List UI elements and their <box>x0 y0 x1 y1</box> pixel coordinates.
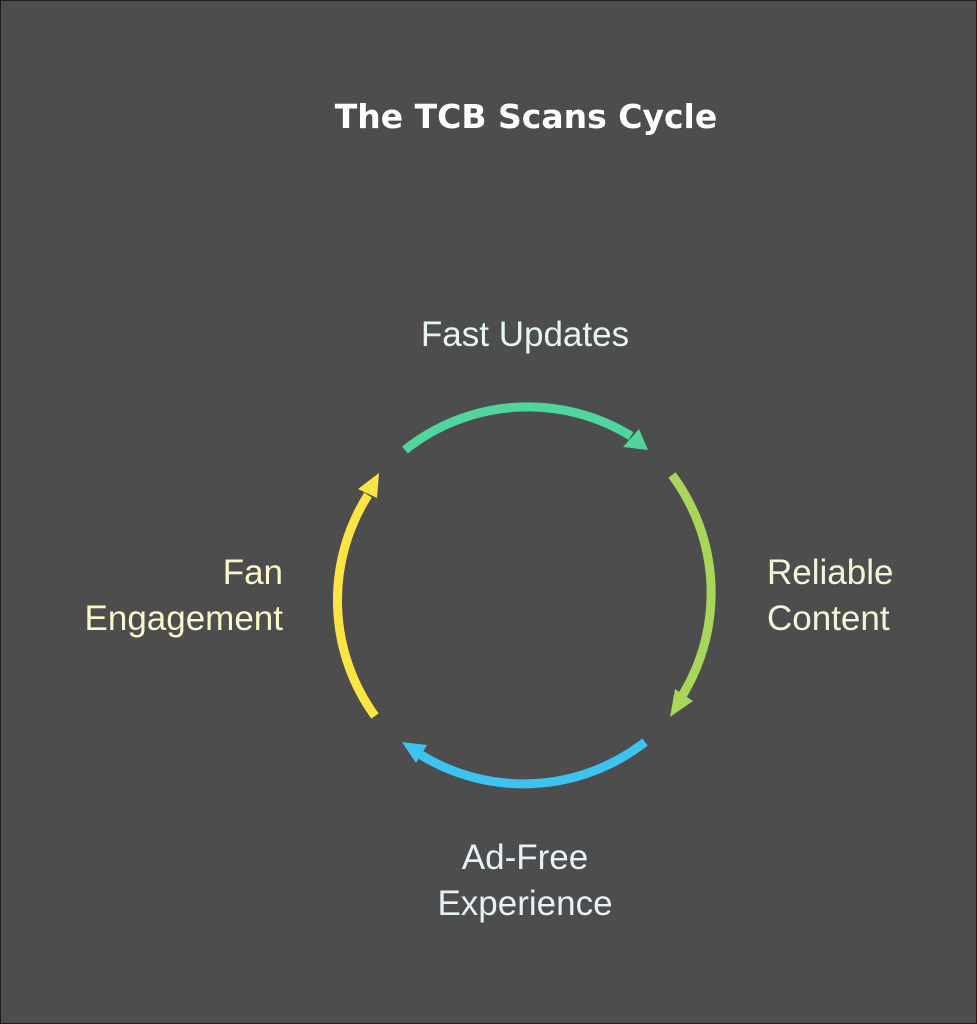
cycle-arrow-ad-free-experience <box>418 738 648 789</box>
cycle-arrow-reliable-content <box>668 472 716 699</box>
cycle-arrow-fan-engagement <box>332 492 379 719</box>
stage-label-fast-updates: Fast Updates <box>375 312 675 358</box>
arrowhead-ad-free-experience <box>402 742 427 763</box>
arrowhead-reliable-content <box>670 689 693 717</box>
stage-label-fan-engagement: Fan Engagement <box>21 550 283 642</box>
stage-label-line: Content <box>767 599 890 638</box>
stage-label-reliable-content: Reliable Content <box>767 550 967 642</box>
diagram-title: The TCB Scans Cycle <box>334 97 718 136</box>
stage-label-line: Fast Updates <box>420 315 630 354</box>
stage-label-ad-free-experience: Ad-Free Experience <box>375 835 675 927</box>
arrowhead-fan-engagement <box>358 473 379 498</box>
stage-label-line: Engagement <box>84 599 283 638</box>
cycle-arrow-fast-updates <box>402 402 634 454</box>
arrowhead-fast-updates <box>623 429 648 450</box>
stage-label-line: Experience <box>437 884 613 923</box>
stage-label-line: Ad-Free <box>461 838 589 877</box>
stage-label-line: Fan <box>222 553 283 592</box>
stage-label-line: Reliable <box>767 553 894 592</box>
